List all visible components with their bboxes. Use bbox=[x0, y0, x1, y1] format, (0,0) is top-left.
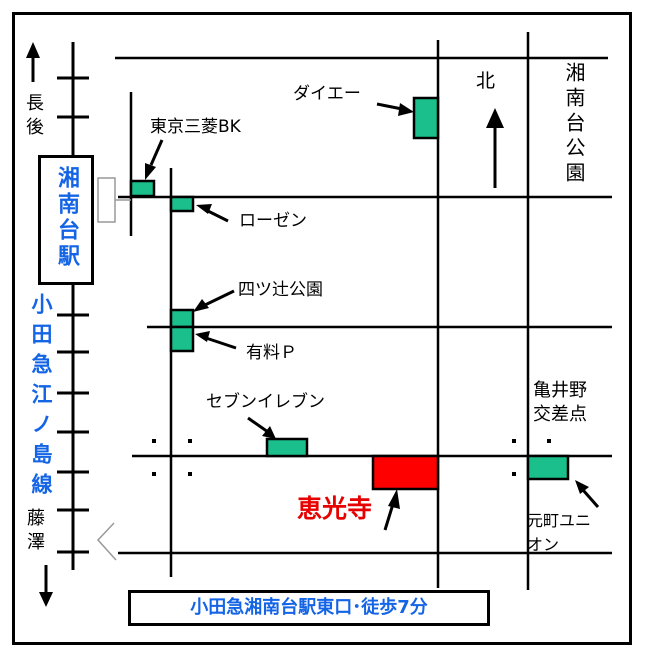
motomachi-union-label-2: オン bbox=[527, 535, 560, 554]
pointer-arrows bbox=[145, 102, 600, 531]
parking-arrow-icon bbox=[195, 331, 237, 350]
crosswalk-marks bbox=[152, 439, 551, 476]
kamei-intersection-label-1: 亀井野 bbox=[533, 380, 587, 401]
station-connector bbox=[97, 177, 131, 223]
park-label: 湘南台公園 bbox=[562, 62, 586, 187]
parking-building bbox=[169, 325, 195, 353]
north-label: 北 bbox=[476, 70, 496, 92]
directions-footer: 小田急湘南台駅東口･徒歩7分 bbox=[128, 590, 490, 626]
railway-line-name: 小田急江ノ島線 bbox=[29, 293, 53, 503]
railway-track bbox=[57, 42, 89, 570]
daiei-building bbox=[412, 96, 440, 140]
daiei-arrow-icon bbox=[376, 102, 414, 116]
motomachi-union-label-1: 元町ユニ bbox=[527, 511, 592, 530]
destination-arrow-icon bbox=[383, 489, 400, 531]
station-box: 湘南台駅 bbox=[38, 155, 94, 285]
tokyo-mitsubishi-building bbox=[129, 179, 156, 198]
seven-eleven-arrow-icon bbox=[247, 416, 276, 439]
direction-north-label: 長後 bbox=[23, 93, 44, 141]
destination-label: 恵光寺 bbox=[297, 494, 373, 523]
destination-building bbox=[371, 454, 440, 491]
directions-text: 小田急湘南台駅東口･徒歩7分 bbox=[190, 597, 428, 618]
rosen-arrow-icon bbox=[196, 204, 229, 223]
south-direction-arrow bbox=[39, 565, 53, 607]
north-arrow-icon bbox=[486, 108, 504, 188]
yotsutsuji-park-building bbox=[169, 308, 195, 329]
direction-south-label: 藤澤 bbox=[24, 508, 45, 556]
motomachi-union-building bbox=[526, 454, 570, 481]
yotsutsuji-park-label: 四ツ辻公園 bbox=[238, 280, 323, 300]
tokyo-mitsubishi-arrow-icon bbox=[145, 139, 164, 180]
motomachi-arrow-icon bbox=[575, 480, 600, 508]
seven-eleven-label: セブンイレブン bbox=[206, 392, 325, 412]
tokyo-mitsubishi-label: 東京三菱BK bbox=[150, 117, 241, 137]
buildings bbox=[129, 96, 570, 491]
seven-eleven-building bbox=[265, 437, 309, 458]
station-name: 湘南台駅 bbox=[54, 166, 79, 270]
daiei-label: ダイエー bbox=[293, 84, 361, 104]
north-direction-arrow bbox=[26, 42, 40, 82]
yotsutsuji-arrow-icon bbox=[193, 289, 235, 312]
rosen-building bbox=[169, 195, 195, 213]
kamei-intersection-label-2: 交差点 bbox=[533, 404, 587, 425]
parking-label: 有料Ｐ bbox=[246, 343, 297, 363]
bracket-mark bbox=[96, 522, 117, 561]
rosen-label: ローゼン bbox=[239, 211, 307, 231]
